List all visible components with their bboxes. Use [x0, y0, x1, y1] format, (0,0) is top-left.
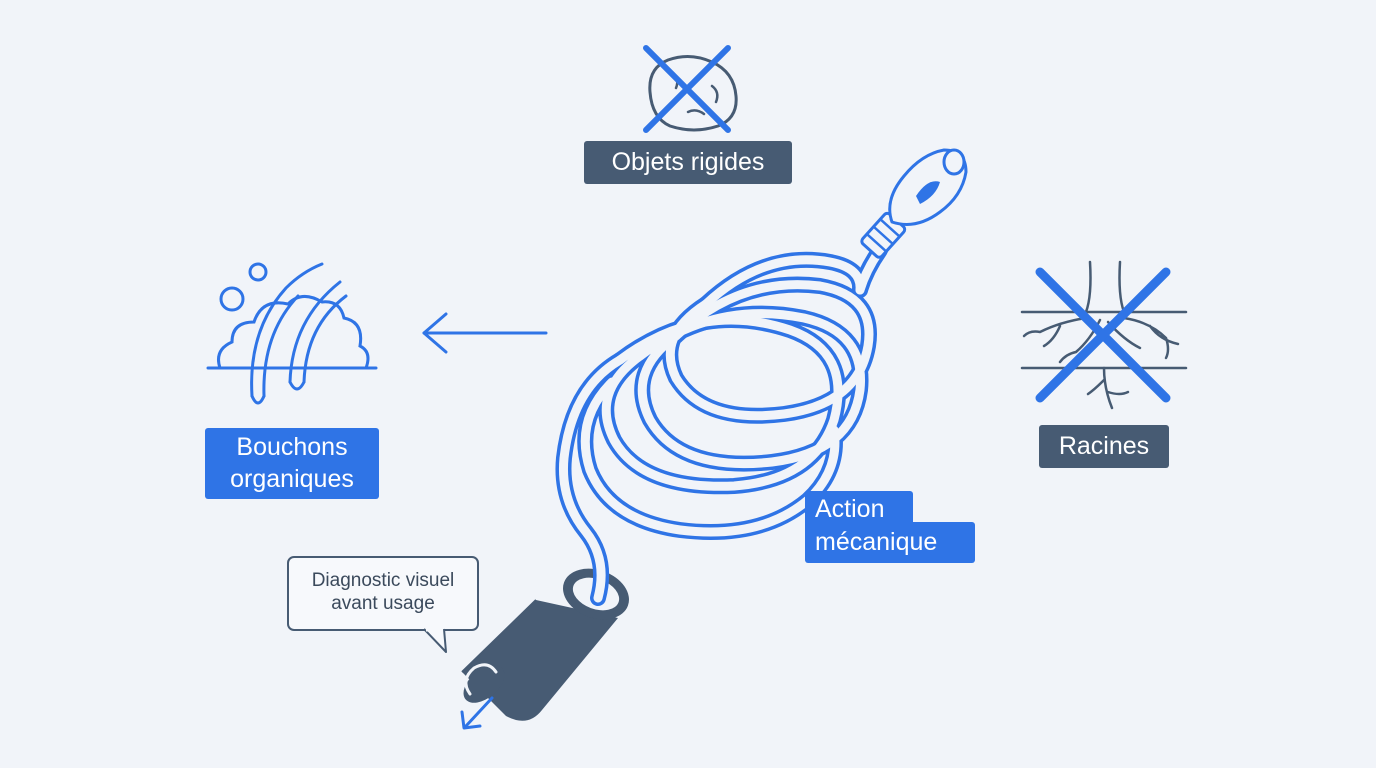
- organic-clogs-label: Bouchons organiques: [205, 428, 379, 499]
- mechanical-action-label-line2: mécanique: [805, 522, 975, 563]
- roots-label: Racines: [1039, 425, 1169, 468]
- hair-clog-icon: [206, 262, 378, 405]
- pipe-icon: [461, 568, 629, 721]
- arrow-left-icon: [422, 312, 548, 354]
- rigid-objects-label: Objets rigides: [584, 141, 792, 184]
- rock-crossed-icon: [643, 45, 738, 133]
- drain-arrow-icon: [460, 696, 494, 730]
- callout-tail: [423, 628, 447, 653]
- diagnostic-callout: Diagnostic visuel avant usage: [287, 556, 479, 631]
- roots-crossed-icon: [1020, 260, 1188, 410]
- drain-snake-icon: [555, 148, 968, 606]
